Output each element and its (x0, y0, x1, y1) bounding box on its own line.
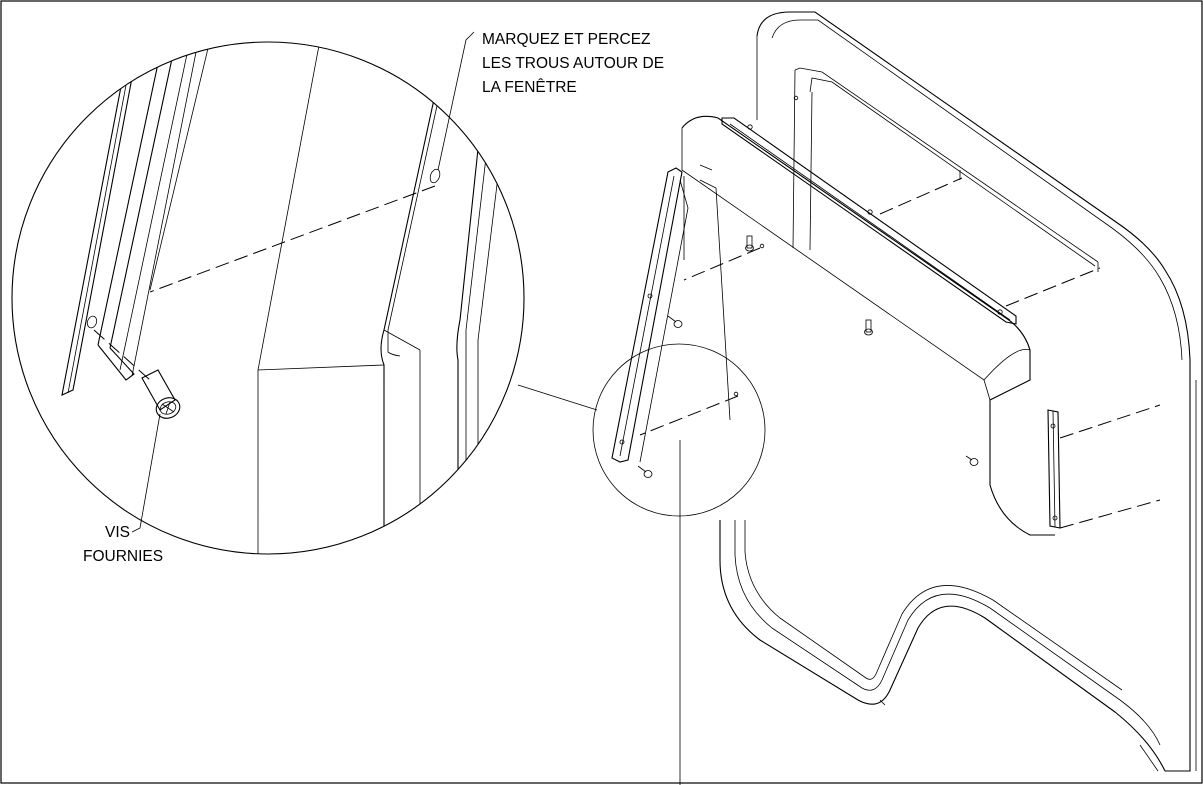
detail-magnified-view (61, 42, 501, 554)
alignment-line-3 (1059, 404, 1161, 439)
detail-frame-profile-2 (387, 91, 441, 357)
detail-bracket-back (149, 42, 211, 291)
front-frame-inner-1 (734, 520, 1161, 746)
left-mounting-bracket (611, 167, 683, 463)
screw-left (667, 315, 683, 328)
screw-lower-left (637, 465, 653, 478)
detail-flange-fold (67, 47, 134, 394)
window-assembly (611, 11, 1197, 785)
front-frame-inner-3 (879, 699, 1159, 772)
screws-line-2: FOURNIES (83, 548, 163, 565)
drill-holes-line-1: MARQUEZ ET PERCEZ (482, 31, 651, 48)
inner-return-top-face (681, 128, 1031, 381)
front-frame-inner-2 (744, 520, 1123, 691)
drill-holes-line-3: LA FENÊTRE (482, 79, 577, 96)
inner-opening-top-2 (809, 77, 1096, 267)
detail-bracket-flange (61, 45, 139, 396)
top-bracket-fold (729, 123, 1011, 321)
left-bracket-fold (619, 175, 675, 457)
inner-return-side (683, 176, 731, 421)
screw-center (864, 319, 873, 336)
alignment-line-4 (1059, 499, 1161, 529)
inner-return-frame (681, 115, 1055, 536)
screw-right (965, 455, 979, 466)
detail-frame-return-2 (465, 139, 489, 554)
detail-bracket-web (97, 42, 177, 381)
detail-frame-return (456, 129, 481, 554)
screws-supplied-label: VIS FOURNIES (83, 524, 163, 565)
detail-frame-hole (429, 168, 441, 184)
detail-frame-return-3 (477, 159, 501, 554)
return-bevel (699, 164, 991, 401)
alignment-line-6 (879, 177, 963, 215)
left-bracket-flange (639, 179, 689, 463)
right-bracket-fold (1052, 410, 1056, 528)
outer-frame-inner-edge (771, 19, 1183, 361)
drill-holes-leader (437, 31, 475, 171)
screw-top (745, 235, 754, 252)
detail-screw-line (93, 329, 151, 381)
detail-callout-circle (592, 343, 766, 517)
front-frame-outer (719, 520, 1166, 772)
drill-holes-line-2: LES TROUS AUTOUR DE (482, 55, 664, 72)
detail-sill-line (257, 364, 385, 371)
top-mounting-bracket (721, 117, 1017, 325)
inner-opening-top (794, 67, 1099, 263)
screws-line-1: VIS (105, 524, 130, 541)
detail-flange-hole (86, 315, 98, 329)
detail-screw (141, 369, 181, 419)
alignment-line-2 (639, 395, 739, 436)
screws-leader (131, 413, 161, 533)
alignment-line-1 (683, 247, 761, 281)
outer-frame-outline (756, 11, 1191, 772)
detail-magnified-circle (11, 41, 525, 555)
outer-frame-left (756, 36, 813, 251)
drill-holes-label: MARQUEZ ET PERCEZ LES TROUS AUTOUR DE LA… (482, 31, 664, 96)
alignment-line-5 (1005, 267, 1101, 307)
detail-alignment-line (149, 185, 436, 293)
detail-connector-line (517, 384, 598, 411)
detail-frame-step (383, 329, 421, 554)
detail-bracket-edge (119, 42, 199, 377)
detail-wall-edge (257, 42, 321, 554)
